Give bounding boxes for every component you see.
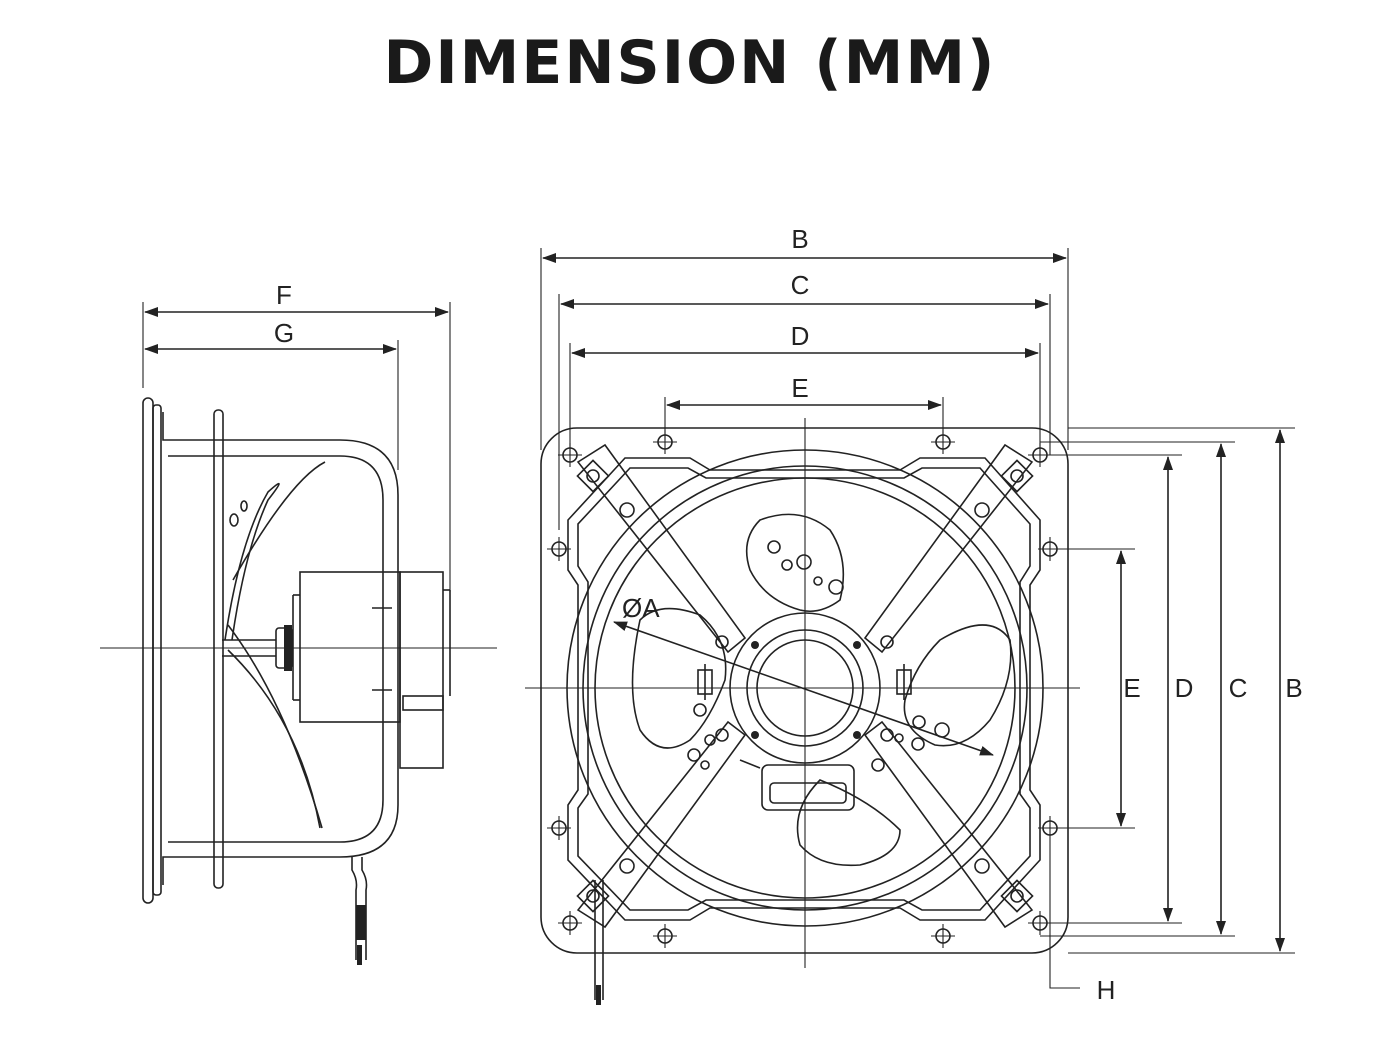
- dimension-e-label: E: [791, 373, 808, 403]
- dimension-b-vertical-label: B: [1285, 673, 1302, 703]
- diameter-a-line: [613, 621, 994, 756]
- dimension-d-label: D: [791, 321, 810, 351]
- dimension-f-label: F: [276, 280, 292, 310]
- front-view: B C D E: [525, 224, 1303, 1005]
- mounting-holes: [547, 430, 1062, 948]
- side-motor-body: [299, 571, 401, 723]
- dimension-c-vertical-label: C: [1229, 673, 1248, 703]
- page-title: DIMENSION (MM): [383, 28, 997, 98]
- dimension-d-vertical-label: D: [1175, 673, 1194, 703]
- dimension-g-label: G: [274, 318, 294, 348]
- dimension-b-label: B: [791, 224, 808, 254]
- diameter-a-label: ØA: [622, 593, 660, 623]
- dimension-c-label: C: [791, 270, 810, 300]
- dimension-h-label: H: [1097, 975, 1116, 1005]
- side-mount-plate: [142, 397, 154, 904]
- dimension-e-vertical-label: E: [1123, 673, 1140, 703]
- dimension-h-leader: [1049, 840, 1080, 989]
- side-view: F G: [100, 280, 497, 965]
